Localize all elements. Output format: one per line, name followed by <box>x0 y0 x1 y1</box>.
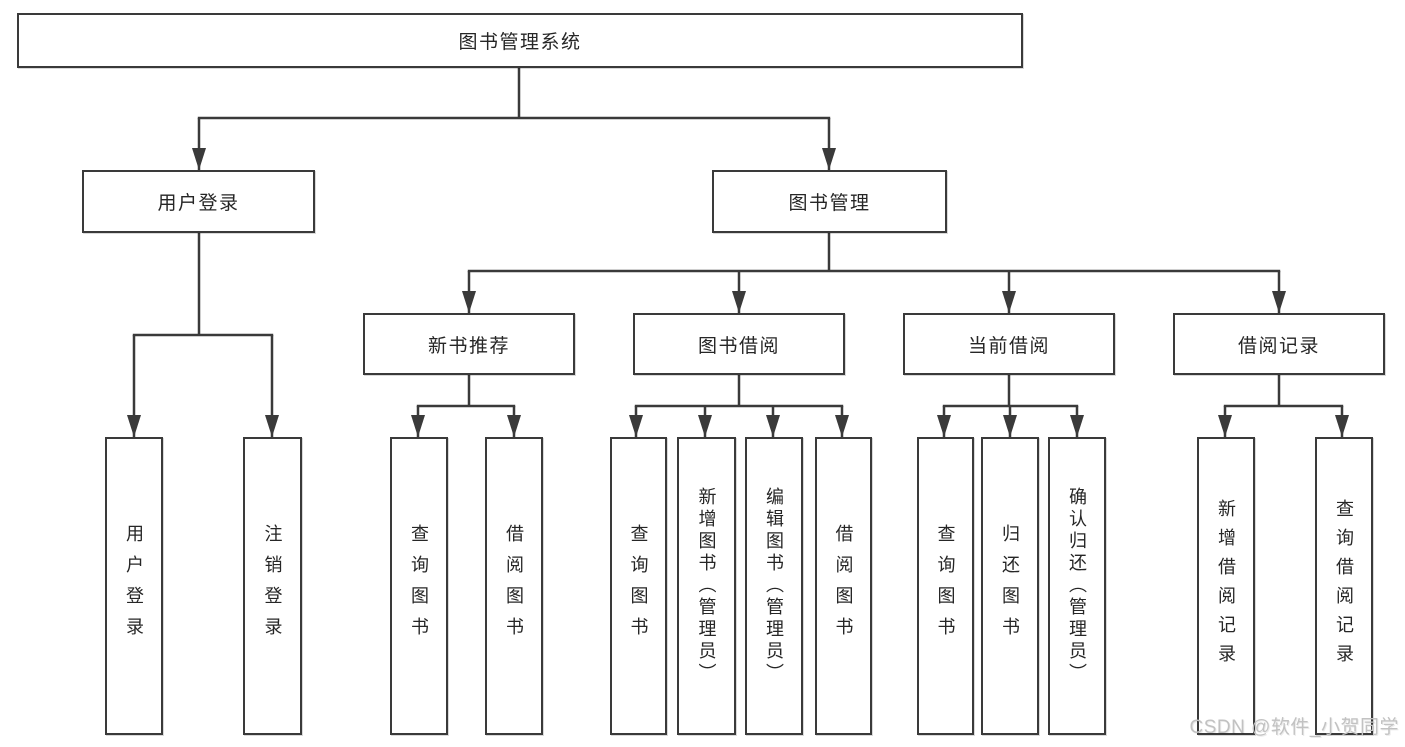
leaf-user-login: 用户登录 <box>105 437 163 735</box>
leaf-logout: 注销登录 <box>243 437 302 735</box>
node-library-management-system: 图书管理系统 <box>17 13 1023 68</box>
leaf-borrow-books-borrowing: 借阅图书 <box>815 437 872 735</box>
node-book-borrowing: 图书借阅 <box>633 313 845 375</box>
leaf-query-borrow-record: 查询借阅记录 <box>1315 437 1373 735</box>
leaf-query-books-current: 查询图书 <box>917 437 974 735</box>
leaf-query-books-borrowing: 查询图书 <box>610 437 667 735</box>
node-user-login: 用户登录 <box>82 170 315 233</box>
node-current-borrowing: 当前借阅 <box>903 313 1115 375</box>
watermark-text: CSDN @软件_小贺同学 <box>1189 717 1399 738</box>
leaf-return-books: 归还图书 <box>981 437 1039 735</box>
leaf-add-book-admin: 新增图书（管理员） <box>677 437 736 735</box>
leaf-query-books-recommend: 查询图书 <box>390 437 448 735</box>
leaf-borrow-books-recommend: 借阅图书 <box>485 437 543 735</box>
leaf-add-borrow-record: 新增借阅记录 <box>1197 437 1255 735</box>
leaf-edit-book-admin: 编辑图书（管理员） <box>745 437 803 735</box>
leaf-confirm-return-admin: 确认归还（管理员） <box>1048 437 1106 735</box>
node-book-management: 图书管理 <box>712 170 947 233</box>
node-new-book-recommendation: 新书推荐 <box>363 313 575 375</box>
node-borrowing-records: 借阅记录 <box>1173 313 1385 375</box>
